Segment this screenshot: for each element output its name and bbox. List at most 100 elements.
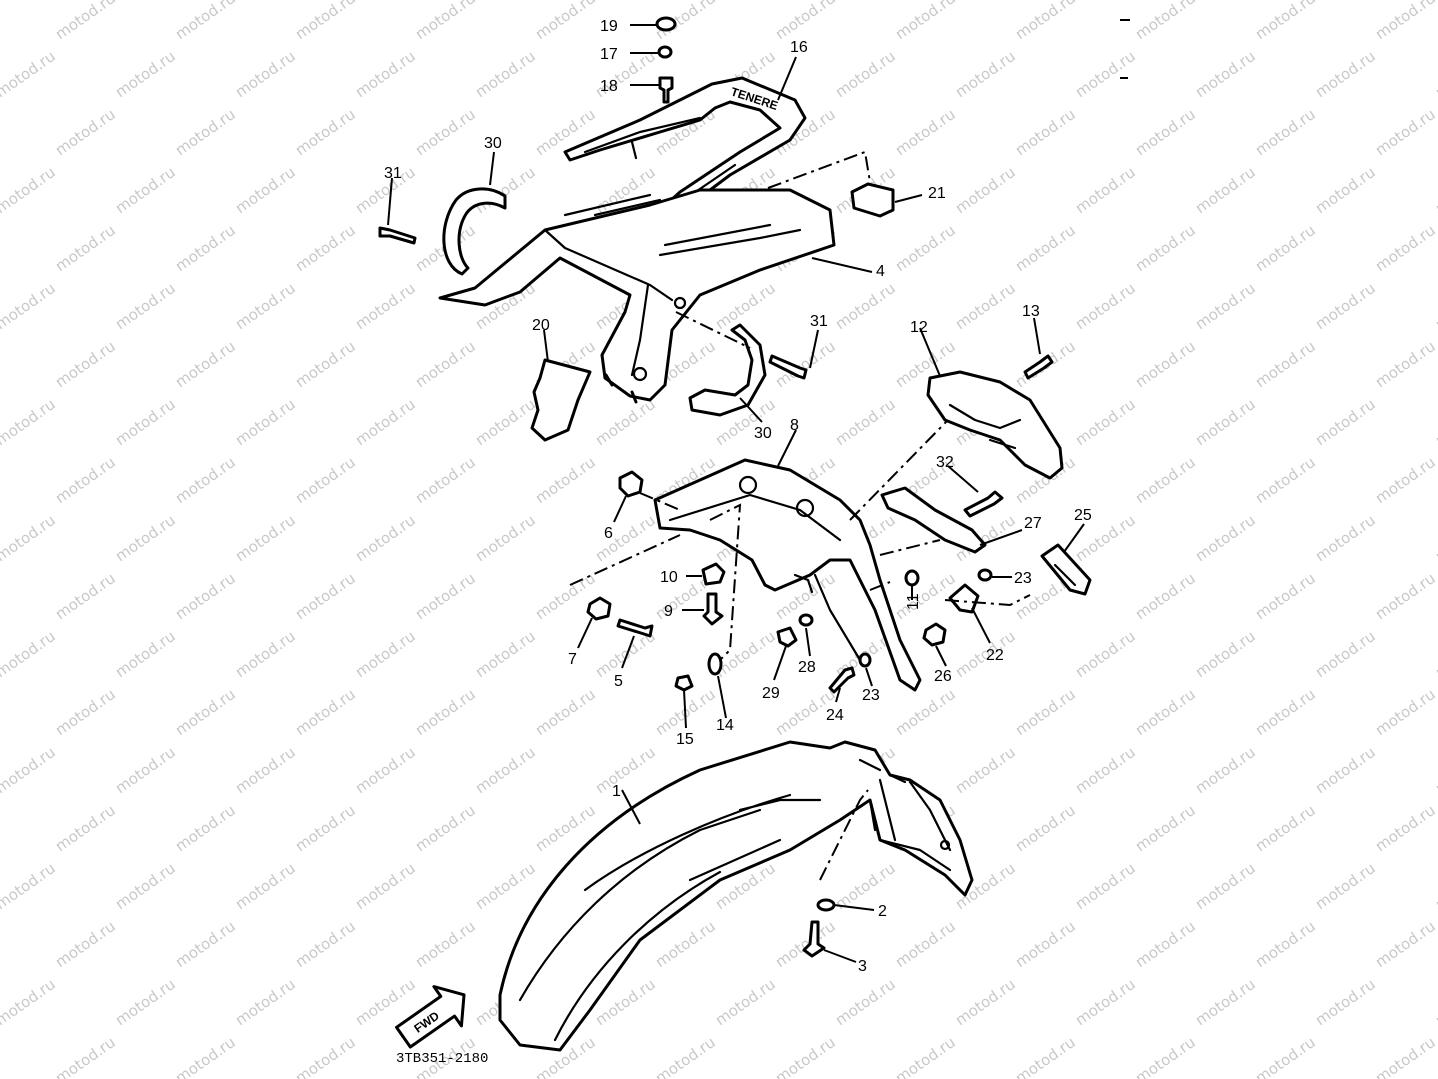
watermark-text: motod.ru	[352, 511, 419, 565]
callout-21: 21	[928, 185, 946, 202]
part-29-grommet	[776, 626, 798, 648]
watermark-text: motod.ru	[1252, 569, 1319, 623]
watermark-text: motod.ru	[172, 685, 239, 739]
watermark-text: motod.ru	[1192, 859, 1259, 913]
watermark-text: motod.ru	[1432, 859, 1438, 913]
watermark-text: motod.ru	[1132, 337, 1199, 391]
watermark-text: motod.ru	[172, 801, 239, 855]
watermark-text: motod.ru	[1192, 975, 1259, 1029]
part-15-nut	[674, 674, 694, 692]
callout-23-right: 23	[1014, 570, 1032, 587]
leader-lines	[387, 24, 1085, 963]
part-17-washer	[657, 45, 673, 59]
watermark-text: motod.ru	[1132, 685, 1199, 739]
part-30-grab-handle-upper	[442, 187, 507, 276]
watermark-text: motod.ru	[1012, 685, 1079, 739]
callout-6: 6	[604, 525, 613, 542]
watermark-text: motod.ru	[52, 0, 119, 43]
watermark-text: motod.ru	[592, 511, 659, 565]
watermark-text: motod.ru	[0, 279, 59, 333]
watermark-text: motod.ru	[1132, 221, 1199, 275]
callout-18: 18	[600, 78, 618, 95]
part-21-damper	[850, 182, 895, 218]
watermark-text: motod.ru	[352, 859, 419, 913]
watermark-text: motod.ru	[1252, 453, 1319, 507]
callout-12: 12	[910, 319, 928, 336]
watermark-text: motod.ru	[232, 743, 299, 797]
watermark-text: motod.ru	[112, 47, 179, 101]
watermark-text: motod.ru	[232, 511, 299, 565]
part-23-washer-right	[977, 568, 993, 582]
watermark-text: motod.ru	[1072, 743, 1139, 797]
watermark-text: motod.ru	[1072, 47, 1139, 101]
watermark-text: motod.ru	[952, 47, 1019, 101]
watermark-text: motod.ru	[52, 569, 119, 623]
watermark-text: motod.ru	[232, 627, 299, 681]
callout-30-lower: 30	[754, 425, 772, 442]
watermark-text: motod.ru	[1432, 627, 1438, 681]
watermark-text: motod.ru	[1372, 221, 1438, 275]
watermark-text: motod.ru	[1312, 511, 1379, 565]
watermark-text: motod.ru	[472, 47, 539, 101]
watermark-text: motod.ru	[292, 453, 359, 507]
callout-25: 25	[1074, 507, 1092, 524]
callout-31-left: 31	[384, 165, 402, 182]
watermark-text: motod.ru	[772, 917, 839, 971]
callout-26: 26	[934, 668, 952, 685]
watermark-text: motod.ru	[412, 105, 479, 159]
watermark-text: motod.ru	[292, 337, 359, 391]
watermark-text: motod.ru	[1372, 569, 1438, 623]
watermark-text: motod.ru	[0, 743, 59, 797]
part-20-sheet	[530, 358, 592, 442]
watermark-text: motod.ru	[292, 1033, 359, 1079]
watermark-text: motod.ru	[172, 105, 239, 159]
watermark-text: motod.ru	[832, 975, 899, 1029]
watermark-text: motod.ru	[1072, 627, 1139, 681]
watermark-text: motod.ru	[892, 569, 959, 623]
watermark-text: motod.ru	[592, 395, 659, 449]
watermark-text: motod.ru	[1372, 1033, 1438, 1079]
watermark-text: motod.ru	[52, 917, 119, 971]
callout-30-upper: 30	[484, 135, 502, 152]
watermark-text: motod.ru	[232, 163, 299, 217]
part-11-nut	[904, 569, 920, 587]
watermark-text: motod.ru	[112, 511, 179, 565]
corner-marks	[1120, 19, 1130, 79]
watermark-text: motod.ru	[1192, 163, 1259, 217]
watermark-text: motod.ru	[1132, 917, 1199, 971]
watermark-text: motod.ru	[1432, 511, 1438, 565]
watermark-text: motod.ru	[1372, 801, 1438, 855]
watermark-text: motod.ru	[472, 511, 539, 565]
watermark-text: motod.ru	[292, 105, 359, 159]
callout-31-right: 31	[810, 313, 828, 330]
watermark-text: motod.ru	[412, 0, 479, 43]
watermark-text: motod.ru	[592, 743, 659, 797]
watermark-text: motod.ru	[472, 627, 539, 681]
watermark-text: motod.ru	[532, 685, 599, 739]
watermark-text: motod.ru	[1312, 627, 1379, 681]
watermark-text: motod.ru	[1192, 511, 1259, 565]
watermark-text: motod.ru	[232, 975, 299, 1029]
watermark-text: motod.ru	[232, 395, 299, 449]
diagram-code: 3TB351-2180	[396, 1051, 488, 1067]
part-9-bolt	[702, 592, 724, 626]
callout-15: 15	[676, 731, 694, 748]
watermark-text: motod.ru	[532, 453, 599, 507]
callout-19: 19	[600, 18, 618, 35]
watermark-text: motod.ru	[1312, 859, 1379, 913]
part-27-plate-bracket	[880, 486, 987, 554]
watermark-text: motod.ru	[172, 453, 239, 507]
watermark-text: motod.ru	[1432, 743, 1438, 797]
watermark-text: motod.ru	[892, 105, 959, 159]
watermark-text: motod.ru	[892, 685, 959, 739]
watermark-text: motod.ru	[952, 743, 1019, 797]
part-12-tail-cover	[926, 370, 1064, 480]
watermark-text: motod.ru	[172, 569, 239, 623]
watermark-text: motod.ru	[292, 685, 359, 739]
callout-16: 16	[790, 39, 808, 56]
watermark-text: motod.ru	[1132, 0, 1199, 43]
watermark-text: motod.ru	[1192, 279, 1259, 333]
watermark-text: motod.ru	[1012, 1033, 1079, 1079]
callout-10: 10	[660, 569, 678, 586]
watermark-text: motod.ru	[52, 453, 119, 507]
